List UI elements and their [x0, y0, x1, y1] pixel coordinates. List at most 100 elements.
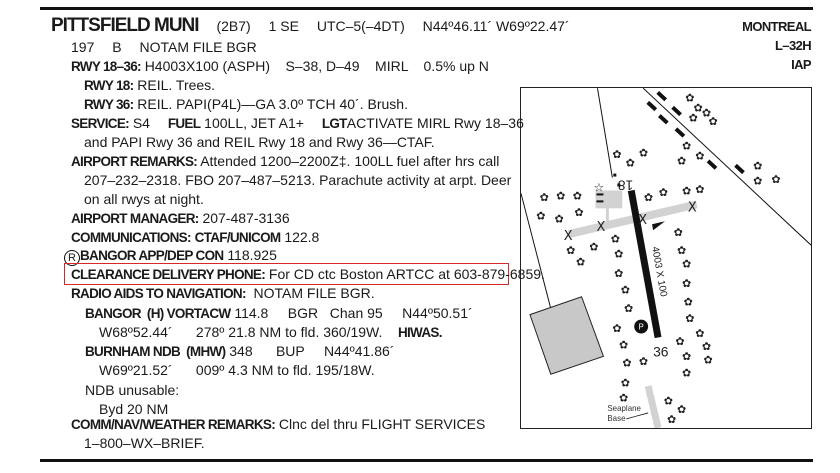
tree-icon: ✿ — [589, 242, 598, 254]
bangor-label: BANGOR (H) VORTACW — [85, 306, 231, 321]
tree-icon: ✿ — [677, 245, 686, 257]
hiwas-label: HIWAS. — [397, 325, 443, 340]
clearance-highlight-box — [64, 263, 509, 285]
marker-icon — [613, 173, 617, 177]
cnw-text: 1–800–WX–BRIEF. — [84, 435, 205, 451]
marker-icon — [617, 183, 621, 187]
taxiway — [567, 200, 698, 239]
tree-icon: ✿ — [685, 93, 694, 105]
communications-line: COMMUNICATIONS: CTAF/UNICOM 122.8 — [71, 228, 319, 247]
runway-value: H4003X100 (ASPH) S–38, D–49 MIRL 0.5% up… — [144, 58, 489, 74]
cnw-remarks-line: COMM/NAV/WEATHER REMARKS: Clnc del thru … — [71, 415, 485, 434]
tree-icon: ✿ — [536, 210, 545, 222]
railroad-dashes — [646, 90, 745, 175]
clearance-value: For CD ctc Boston ARTCC at 603-879-6859. — [268, 266, 545, 282]
closed-x-icon: X — [564, 229, 573, 244]
ndb-unusable: NDB unusable: — [85, 382, 180, 398]
tree-icon: ✿ — [674, 227, 683, 239]
tree-icon: ✿ — [555, 214, 564, 226]
clearance-line: CLEARANCE DELIVERY PHONE: For CD ctc Bos… — [71, 265, 545, 284]
tree-icon: ✿ — [682, 278, 691, 290]
fuel-value: 100LL, JET A1+ — [204, 115, 304, 131]
beacon-star-icon: ☆ — [594, 180, 605, 194]
tree-icon: ✿ — [621, 285, 630, 297]
closed-x-icon: X — [688, 200, 697, 215]
railroad-dash — [671, 105, 682, 117]
tree-icon: ✿ — [677, 404, 686, 416]
tree-icon: ✿ — [682, 351, 691, 363]
elevation-line: 197 B NOTAM FILE BGR — [71, 38, 257, 56]
approach-frequency: 118.925 — [227, 247, 277, 263]
tree-icon: ✿ — [612, 149, 621, 161]
tree-icon: ✿ — [644, 192, 653, 204]
tree-icon: ✿ — [566, 245, 575, 257]
navaids-value: NOTAM FILE BGR. — [253, 285, 375, 301]
radar-symbol-icon: R — [64, 250, 80, 266]
cnw-text: Clnc del thru FLIGHT SERVICES — [278, 416, 486, 432]
marker-icon — [596, 193, 604, 196]
tree-icon: ✿ — [619, 392, 628, 404]
burnham-info: 348 BUP N44º41.86´ — [229, 343, 395, 359]
runway-label: RWY 18–36: — [71, 59, 141, 74]
closed-x-icon: X — [638, 213, 647, 228]
bottom-rule — [40, 459, 813, 462]
tree-icon: ✿ — [576, 257, 585, 269]
remarks-text: Attended 1200–2200Z‡. 100LL fuel after h… — [200, 153, 500, 169]
tree-icon: ✿ — [667, 414, 676, 426]
rwy36-line: RWY 36: REIL. PAPI(P4L)—GA 3.0º TCH 40´.… — [84, 95, 408, 114]
burnham-label: BURNHAM NDB (MHW) — [85, 344, 226, 359]
road-line — [642, 88, 811, 246]
tree-icon: ✿ — [621, 377, 630, 389]
lgt-value: ACTIVATE MIRL Rwy 18–36 — [346, 115, 524, 131]
remarks-label: AIRPORT REMARKS: — [71, 154, 198, 169]
tree-icon: ✿ — [574, 207, 583, 219]
enroute-chart: L–32H — [774, 38, 812, 53]
lgt-continued: and PAPI Rwy 36 and REIL Rwy 18 and Rwy … — [84, 134, 435, 150]
tree-icon: ✿ — [682, 185, 691, 197]
bangor-vortac-line2: W68º52.44´ 278º 21.8 NM to fld. 360/19W.… — [99, 323, 442, 342]
rwy18-label: RWY 18: — [84, 78, 134, 93]
navaids-label: RADIO AIDS TO NAVIGATION: — [71, 286, 246, 301]
tree-icon: ✿ — [689, 113, 698, 125]
papi-icon — [652, 221, 666, 231]
lgt-label: LGT — [321, 116, 348, 131]
rwy36-value: REIL. PAPI(P4L)—GA 3.0º TCH 40´. Brush. — [137, 96, 408, 112]
tree-icon: ✿ — [695, 184, 704, 196]
railroad-dash — [706, 159, 718, 170]
tree-icon: ✿ — [624, 303, 633, 315]
parking-label: P — [639, 323, 644, 332]
latitude: N44º46.11´ — [422, 18, 493, 34]
tree-icon: ✿ — [753, 176, 762, 188]
rwy36-label: RWY 36: — [84, 97, 134, 112]
tree-icon: ✿ — [677, 156, 686, 168]
tree-icon: ✿ — [664, 396, 673, 408]
railroad-dash — [656, 90, 668, 102]
building-area — [529, 296, 605, 375]
manager-label: AIRPORT MANAGER: — [71, 211, 199, 226]
service-label: SERVICE: — [71, 116, 130, 131]
bangor-info: 114.8 BGR Chan 95 N44º50.51´ — [234, 305, 473, 321]
tree-icon: ✿ — [682, 258, 691, 270]
corner-info: MONTREAL L–32H IAP — [742, 17, 811, 74]
tree-icon: ✿ — [622, 358, 631, 370]
tree-icon: ✿ — [694, 103, 703, 115]
beacon: B — [112, 39, 122, 55]
closed-x-icon: X — [596, 220, 605, 235]
marker-icon — [596, 200, 604, 203]
trees: ✿✿✿✿✿✿✿✿✿✿✿✿✿✿✿✿✿✿✿✿✿✿✿✿✿✿✿✿✿✿✿✿✿✿✿✿✿✿✿✿… — [536, 93, 780, 426]
center-name: MONTREAL — [742, 19, 811, 34]
railroad-dash — [674, 127, 686, 138]
burnham-ndb-line: BURNHAM NDB (MHW) 348 BUP N44º41.86´ — [85, 342, 394, 361]
tree-icon: ✿ — [682, 141, 691, 153]
tree-icon: ✿ — [695, 151, 704, 163]
railroad-dash — [646, 100, 658, 112]
railroad-dash — [658, 114, 669, 125]
remarks-text: on all rwys at night. — [84, 191, 204, 207]
tree-icon: ✿ — [614, 248, 623, 260]
tree-icon: ✿ — [556, 190, 565, 202]
runway-line: RWY 18–36: H4003X100 (ASPH) S–38, D–49 M… — [71, 57, 489, 76]
tree-icon: ✿ — [611, 233, 620, 245]
rwy18-line: RWY 18: REIL. Trees. — [84, 76, 215, 95]
